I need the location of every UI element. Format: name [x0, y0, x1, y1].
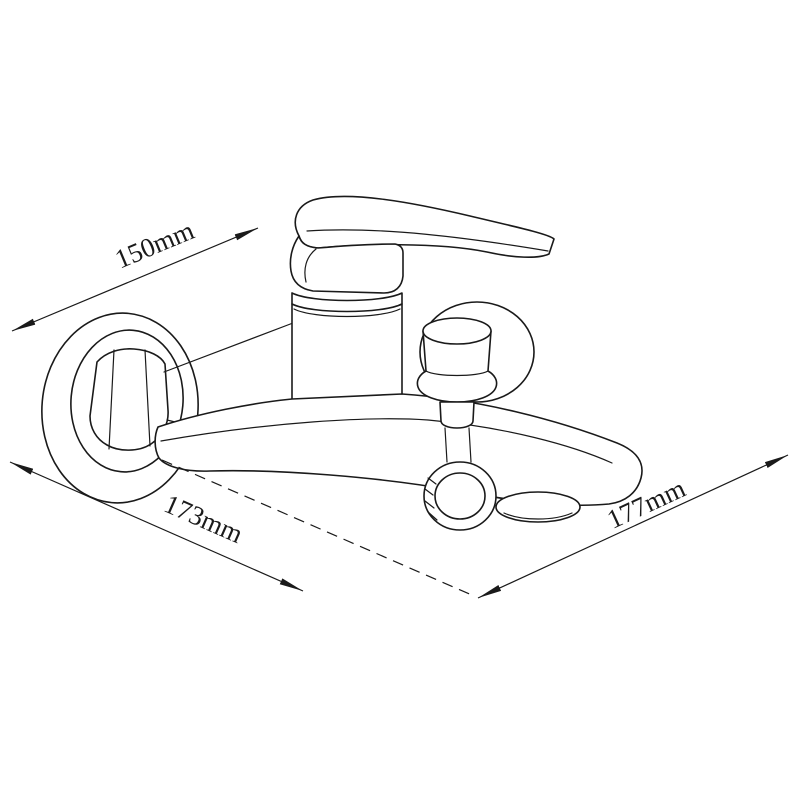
spout-top-face-edge: [160, 418, 613, 464]
neck-link-right: [468, 427, 472, 463]
dimension-label-150mm: 150mm: [111, 215, 199, 275]
thread-mark-1: [427, 511, 438, 521]
handle-base-crease: [304, 248, 317, 283]
lever-handle: [289, 195, 555, 294]
dimension-label-173mm: 173mm: [160, 488, 248, 549]
mixer-body: [291, 292, 403, 406]
diverter-cap: [422, 317, 492, 345]
thread-mark-4: [427, 477, 437, 485]
handle-blade-crease: [306, 229, 549, 252]
dimension-line-177mm: [477, 454, 789, 599]
mounting-nut-facet-left: [108, 349, 115, 450]
neck-link-left: [444, 427, 448, 463]
hose-connector-inner: [434, 472, 486, 520]
thread-mark-2: [424, 500, 435, 509]
hose-connector: [423, 461, 497, 531]
body-groove: [293, 308, 401, 318]
dimension-line-150mm: [11, 227, 259, 332]
mounting-nut: [89, 348, 169, 451]
handle-base: [289, 235, 404, 294]
body-cylinder: [291, 303, 403, 406]
pipe-top-edge: [163, 322, 294, 373]
thread-mark-3: [424, 488, 434, 496]
diverter-neck: [439, 401, 475, 429]
aerator-ring: [495, 491, 581, 523]
mounting-nut-facet-right: [144, 349, 151, 447]
diverter-flare-edge: [425, 370, 489, 377]
dimension-line-173mm: [9, 461, 304, 592]
diverter-knob: [416, 317, 498, 463]
aerator-outlet: [495, 491, 581, 523]
